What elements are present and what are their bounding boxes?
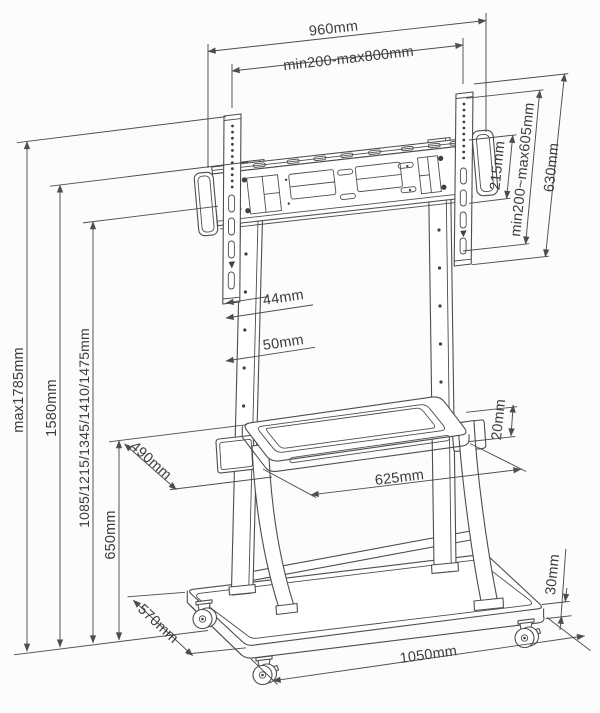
end-cap-right: [471, 129, 499, 197]
label-base-width: 1050mm: [399, 643, 458, 667]
label-max-overall-height: max1785mm: [11, 347, 27, 433]
dim-base-width: 1050mm: [250, 617, 591, 685]
crossbar-center-cutouts: [288, 161, 403, 200]
label-display-center-heights: 1085/1215/1345/1410/1475mm: [76, 328, 92, 528]
left-rail-slots: [227, 194, 236, 290]
dim-shelf-thickness: 20mm: [465, 398, 518, 443]
label-base-thickness: 30mm: [543, 553, 563, 596]
right-column: [427, 136, 460, 575]
right-vesa-rail: [453, 91, 474, 267]
left-rail-holes: [230, 124, 234, 189]
end-cap-left: [193, 171, 219, 237]
leg-front-left: [251, 443, 299, 616]
shelf-bracket-left: [215, 434, 256, 474]
right-rail-holes: [462, 102, 466, 160]
dim-column-top-height: 1580mm: [44, 161, 249, 648]
dim-shelf-height: 650mm: [103, 424, 248, 641]
label-hole-pitch-large: 50mm: [262, 332, 305, 354]
caster-wheel-back-left: [192, 599, 218, 630]
right-rail-slots: [459, 167, 467, 255]
crossbar-end-cutouts: [246, 155, 442, 215]
dim-display-center-heights: 1085/1215/1345/1410/1475mm: [76, 205, 219, 644]
left-vesa-rail: [222, 113, 242, 305]
label-vesa-height-range: min200~max605mm: [508, 102, 538, 238]
label-column-top-height: 1580mm: [44, 379, 60, 437]
crossbar-lock-knobs: [241, 155, 447, 214]
label-shelf-height: 650mm: [103, 510, 119, 559]
label-plate-offset: 215mm: [487, 140, 508, 191]
label-base-depth: 570mm: [134, 601, 181, 646]
dim-shelf-width: 625mm: [262, 443, 527, 499]
dim-hole-pitch-small: 44mm: [225, 287, 314, 320]
label-shelf-depth: 490mm: [127, 439, 175, 484]
dim-base-thickness: 30mm: [541, 548, 572, 631]
label-shelf-thickness: 20mm: [489, 398, 509, 441]
label-outer-width: 960mm: [308, 18, 359, 39]
dim-vesa-width-range: min200-max800mm: [231, 38, 464, 108]
shelf: [241, 396, 470, 473]
label-shelf-width: 625mm: [374, 467, 425, 489]
dim-plate-offset: 215mm: [468, 134, 517, 204]
dim-hole-pitch-large: 50mm: [225, 332, 316, 363]
label-hole-pitch-small: 44mm: [262, 287, 305, 309]
dim-bracket-height: 630mm: [471, 73, 569, 266]
label-bracket-height: 630mm: [541, 142, 562, 193]
label-vesa-width-range: min200-max800mm: [283, 44, 415, 75]
